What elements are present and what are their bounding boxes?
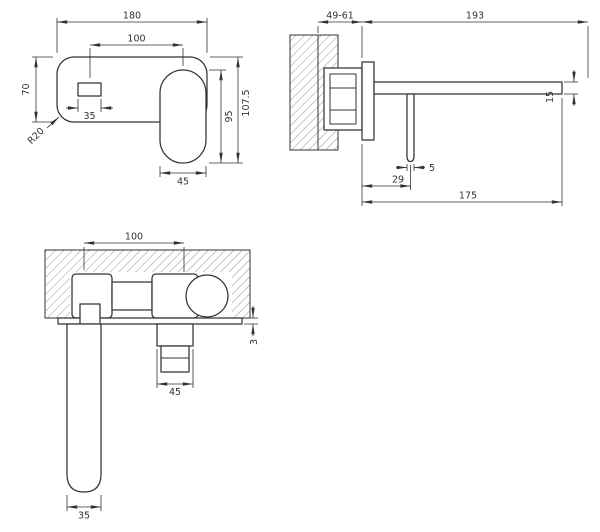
dim-front-spout-height: 95 (209, 69, 243, 164)
extension-lines (66, 495, 102, 511)
extension-lines (32, 56, 53, 123)
bottom-wall-plate-edge (57, 317, 243, 325)
dim-side-handle-offset: 29 (361, 144, 411, 206)
extension-lines (244, 317, 258, 325)
dim-label-handle-width: 35 (83, 111, 95, 122)
dim-front-overall-height: 107.5 (210, 56, 252, 163)
side-handle-lever (406, 93, 415, 163)
dim-front-handle-to-spout: 100 (89, 34, 184, 78)
dim-side-spout-tip-height: 15 (545, 70, 578, 106)
dim-label-spout-tip-height: 15 (545, 91, 556, 103)
side-wall-plate (361, 61, 375, 141)
dim-label-handle-width: 35 (78, 511, 90, 522)
side-view: 49-61 193 15 5 29 175 (289, 11, 589, 206)
extension-lines (159, 166, 207, 177)
extension-lines (564, 81, 578, 95)
dim-side-handle-thickness: 5 (396, 163, 435, 174)
front-spout-body (159, 69, 207, 164)
dim-bottom-spout-width: 45 (156, 349, 194, 398)
bottom-handle-stem (79, 303, 101, 325)
extension-lines (317, 26, 363, 58)
dim-label-spout-height: 95 (224, 110, 235, 122)
dim-label-overall-projection: 193 (466, 11, 484, 22)
dim-label-handle-offset: 29 (392, 175, 404, 186)
side-spout (373, 81, 563, 95)
dim-front-plate-height: 70 (21, 56, 53, 123)
dim-side-wall-depth-range: 49-61 (317, 11, 363, 58)
extension-lines (89, 48, 184, 78)
dim-label-wall-depth-range: 49-61 (326, 11, 354, 22)
side-valve-cartridge (329, 73, 357, 125)
extension-lines (156, 349, 194, 388)
bottom-spout-connector (185, 274, 229, 318)
bottom-view: 100 3 45 35 (44, 232, 260, 522)
extension-lines (77, 99, 102, 112)
side-valve-detail (330, 87, 356, 111)
dim-front-handle-width: 35 (66, 99, 113, 122)
dim-side-overall-projection: 193 (362, 11, 589, 78)
dim-bottom-plate-thickness: 3 (244, 306, 260, 345)
extension-lines (209, 69, 243, 164)
bottom-spout-aerator (160, 345, 190, 373)
front-view: 180 100 70 35 R20 45 (21, 11, 252, 188)
dim-label-plate-height: 70 (21, 83, 32, 95)
dim-label-overall-height: 107.5 (241, 89, 252, 116)
extension-lines (56, 18, 208, 53)
dim-label-handle-thickness: 5 (429, 163, 435, 174)
dim-label-corner-radius: R20 (26, 126, 47, 147)
bottom-spout-upper (156, 323, 194, 347)
dim-label-plate-thickness: 3 (249, 339, 260, 345)
extension-lines (83, 247, 185, 272)
dim-front-spout-width: 45 (159, 166, 207, 188)
dim-side-spout-projection: 175 (362, 98, 563, 206)
bottom-handle-body (66, 323, 102, 493)
dim-label-spout-width: 45 (177, 177, 189, 188)
dim-front-corner-radius: R20 (26, 116, 60, 147)
dim-bottom-handle-to-spout: 100 (83, 232, 185, 272)
bottom-valve-bridge (111, 281, 153, 311)
dim-label-spout-width: 45 (169, 387, 181, 398)
dim-label-plate-width: 180 (123, 11, 141, 22)
dim-label-handle-to-spout: 100 (125, 232, 143, 243)
dim-label-spout-projection: 175 (459, 191, 477, 202)
front-handle-aperture (77, 82, 102, 97)
dim-front-plate-width: 180 (56, 11, 208, 53)
front-wall-plate (56, 56, 208, 123)
radius-leader (46, 116, 60, 129)
dim-bottom-handle-width: 35 (66, 495, 102, 522)
dim-label-handle-to-spout: 100 (127, 34, 145, 45)
